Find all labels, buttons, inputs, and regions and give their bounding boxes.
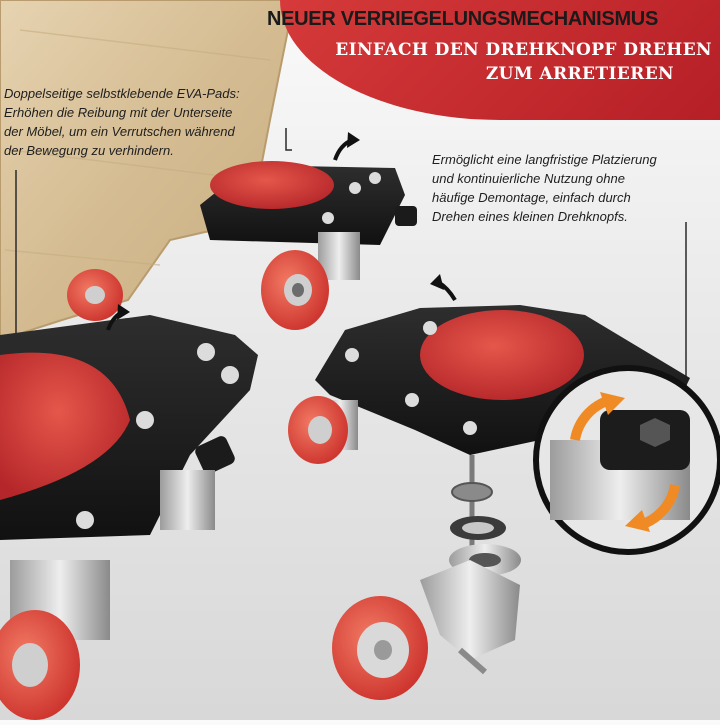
callout-line: Drehen eines kleinen Drehknopfs. [432,209,628,224]
page-title: NEUER VERRIEGELUNGSMECHANISMUS [266,8,658,30]
rotate-arrow-icon [106,132,457,331]
callout-line: Doppelseitige selbstklebende EVA-Pads: [4,86,240,101]
subtitle-line-2: ZUM ARRETIEREN [485,64,674,84]
callout-line: und kontinuierliche Nutzung ohne [432,171,625,186]
caster-front-left [0,315,258,720]
caster-back [200,161,417,330]
lock-knob-icon [570,392,680,532]
callout-line: häufige Demontage, einfach durch [432,190,631,205]
callout-line: Ermöglicht eine langfristige Platzierung [432,152,657,167]
caster-left-rear-wheel [67,269,123,321]
callout-eva-pads: Doppelseitige selbstklebende EVA-Pads: E… [4,84,294,160]
callout-line: der Bewegung zu verhindern. [4,143,174,158]
callout-line: der Möbel, um ein Verrutschen während [4,124,235,139]
callout-lock-knob: Ermöglicht eine langfristige Platzierung… [432,150,720,226]
furniture-block [0,0,291,342]
subtitle-line-1: EINFACH DEN DREHKNOPF DREHEN [335,40,712,60]
callout-line: Erhöhen die Reibung mit der Unterseite [4,105,233,120]
